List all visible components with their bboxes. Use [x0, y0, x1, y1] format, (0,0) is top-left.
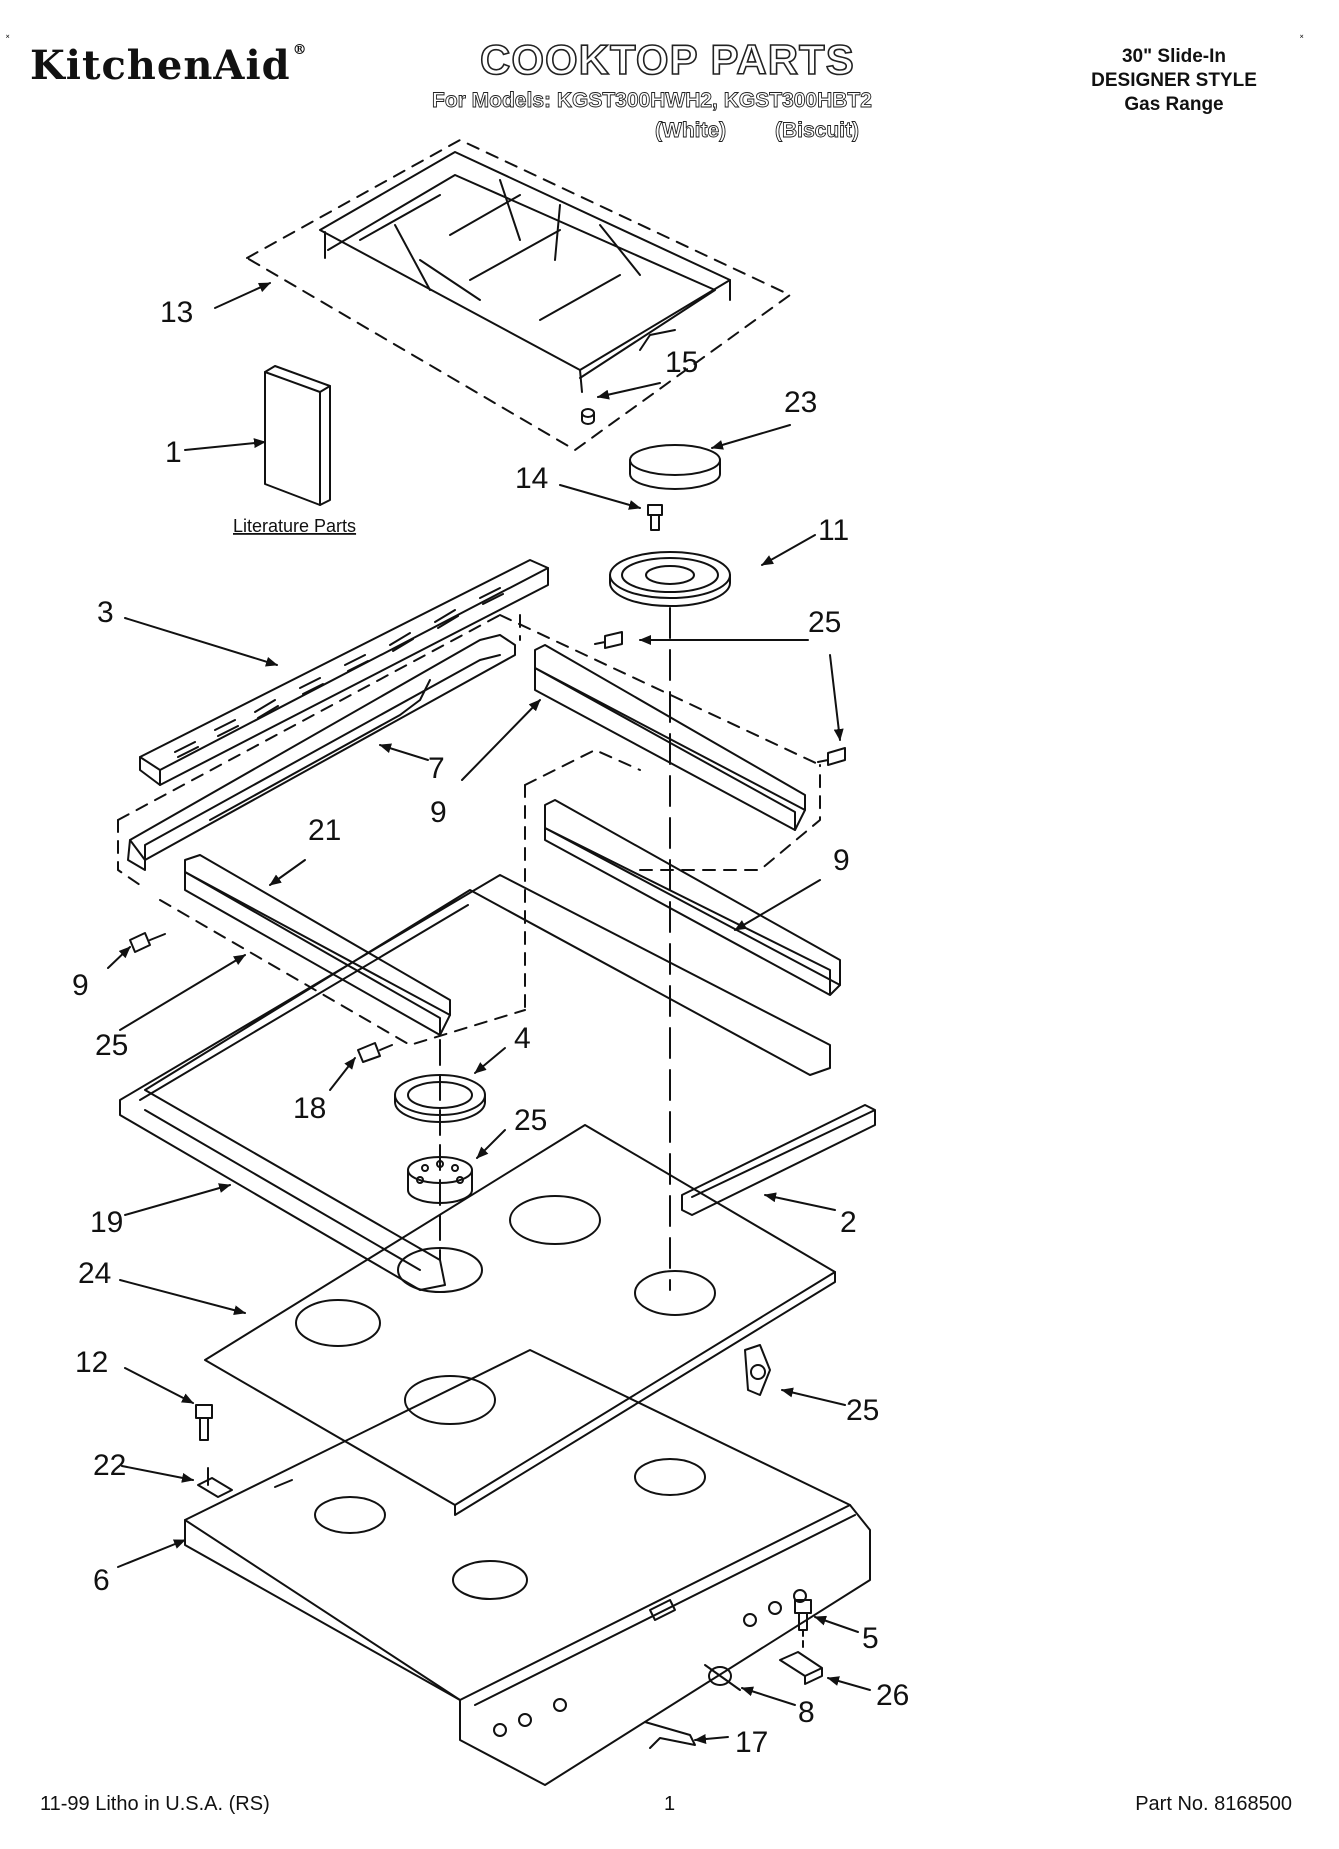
spec-line-style: DESIGNER STYLE — [1091, 70, 1257, 91]
callout-19: 25 — [514, 1104, 547, 1137]
callout-25-lower: 12 — [75, 1346, 108, 1379]
spec-line-type: Gas Range — [1124, 94, 1224, 115]
corner-mark-left: ˟ — [6, 34, 10, 45]
models-line: For Models: KGST300HWH2, KGST300HBT2 — [432, 89, 873, 113]
igniter-part-22 — [744, 1344, 771, 1396]
cooktop-grate — [319, 151, 731, 393]
literature-booklet — [264, 365, 331, 506]
brand-logo: KitchenAid® — [30, 42, 308, 89]
burner-cap — [629, 444, 721, 490]
callout-26: 5 — [862, 1622, 879, 1655]
grate-foot — [581, 408, 595, 425]
footer-page-number: 1 — [664, 1793, 676, 1815]
right-channel-bracket — [534, 644, 806, 831]
burner-head — [609, 551, 731, 607]
callout-6: 22 — [93, 1449, 126, 1482]
side-seal-strip — [681, 1104, 876, 1216]
left-channel-bracket — [184, 854, 451, 1036]
front-assembly-dashed-outline — [159, 749, 641, 1046]
clip-part-6 — [197, 1467, 233, 1498]
literature-parts-label: Literature Parts — [233, 516, 356, 536]
callout-24: 2 — [840, 1206, 857, 1239]
callout-4: 25 — [95, 1029, 128, 1062]
callout-7: 7 — [428, 752, 445, 785]
callout-3: 3 — [97, 596, 114, 629]
screw-25-right — [817, 747, 846, 766]
callout-9-upper: 9 — [430, 796, 447, 829]
callout-25-top: 25 — [808, 606, 841, 639]
leader-arrows — [107, 282, 871, 1744]
rear-trim-panel — [139, 559, 549, 786]
callout-2: 19 — [90, 1206, 123, 1239]
screw-25-lower-left — [195, 1404, 213, 1441]
callout-1: 1 — [165, 436, 182, 469]
footer-litho: 11-99 Litho in U.S.A. (RS) — [40, 1793, 270, 1815]
bracket-part-8 — [779, 1651, 823, 1685]
screw-part-14 — [647, 504, 663, 531]
callout-labels: 13 15 23 1 Literature Parts 14 11 3 25 7… — [72, 296, 909, 1759]
rear-bracket — [127, 634, 516, 871]
igniter-part-20 — [644, 1721, 696, 1749]
screw-25-middle — [357, 1042, 393, 1063]
footer-part-number: Part No. 8168500 — [1135, 1793, 1292, 1815]
callout-17: 8 — [798, 1696, 815, 1729]
spec-line-size: 30" Slide-In — [1121, 46, 1227, 67]
callout-21: 9 — [833, 844, 850, 877]
callout-5: 6 — [93, 1564, 110, 1597]
callout-9-lower: 21 — [308, 814, 341, 847]
valve-part-17 — [704, 1664, 741, 1691]
screw-25-top — [594, 631, 623, 649]
grate-dashed-outline — [246, 139, 791, 451]
callout-25-left: 9 — [72, 969, 89, 1002]
burner-box-base — [184, 1349, 871, 1786]
model-color-biscuit: (Biscuit) — [775, 119, 860, 143]
callout-20: 17 — [735, 1726, 768, 1759]
callout-11: 11 — [818, 514, 849, 547]
page-title: COOKTOP PARTS — [479, 35, 855, 84]
frame-gasket — [119, 874, 831, 1291]
screw-25-left — [129, 932, 166, 953]
screw-part-26 — [794, 1599, 812, 1651]
model-color-white: (White) — [655, 119, 727, 143]
callout-25-mid: 18 — [293, 1092, 326, 1125]
callout-23: 23 — [784, 386, 817, 419]
callout-18: 4 — [514, 1022, 531, 1055]
callout-12: 24 — [78, 1257, 111, 1290]
callout-15: 15 — [665, 346, 698, 379]
corner-mark-right: ˟ — [1300, 34, 1304, 45]
callout-8: 26 — [876, 1679, 909, 1712]
callout-13: 13 — [160, 296, 193, 329]
cooktop-panel — [204, 1124, 836, 1516]
rear-seal-strip — [544, 799, 841, 996]
callout-14: 14 — [515, 462, 548, 495]
rear-assembly-dashed-outline — [117, 614, 821, 886]
callout-22: 25 — [846, 1394, 879, 1427]
